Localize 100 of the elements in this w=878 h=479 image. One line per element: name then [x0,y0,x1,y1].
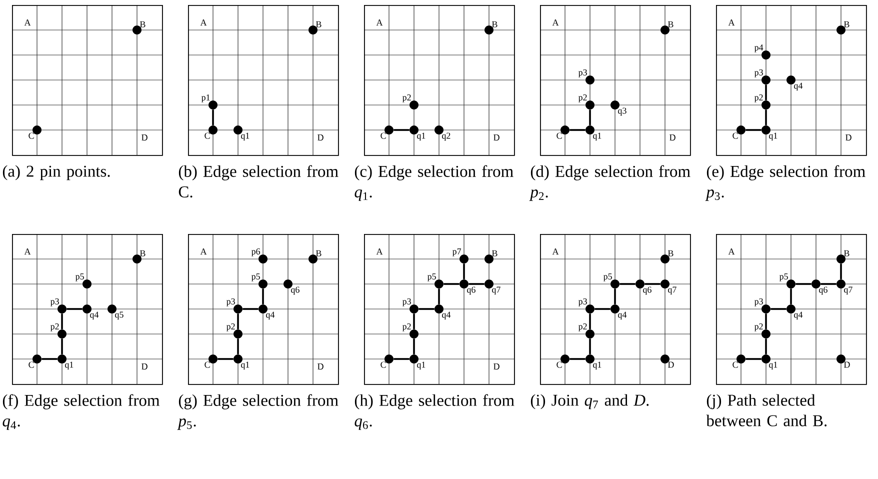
point-label: p2 [578,94,587,102]
point-label: q4 [90,312,99,320]
path-segment [413,314,415,330]
point-label: p5 [779,273,788,282]
panel-heading: (f) Edge selection from q$_{4}$. [2,394,160,430]
point-label: B [844,21,850,28]
point-label: C [556,132,562,139]
point-label: q4 [794,312,803,320]
panel-heading: (j) Path selected between C and B. [706,394,827,426]
point-label: q1 [65,362,74,370]
point-label: B [668,250,674,256]
point-label: p5 [603,273,612,282]
path-segment [438,288,440,304]
point-label: q1 [241,362,250,370]
corner-label: A [376,20,383,26]
point-label: q1 [417,132,426,141]
point-label: q2 [442,132,450,141]
point-label: p3 [754,298,763,306]
panel-heading: (b) Edge selection from C. [178,165,338,198]
path-segment [790,288,792,304]
point-label: p3 [50,298,59,306]
corner-label: A [728,20,735,26]
point-label: q3 [618,108,626,116]
path-segment [589,314,591,330]
point-label: B [492,250,498,256]
corner-label: D [318,364,324,370]
point-label: C [204,362,210,368]
path-segment [589,338,591,354]
point-label: q6 [291,286,300,295]
point-label: q1 [593,132,602,141]
path-segment [765,338,767,354]
point-label: q6 [819,286,828,295]
panel-heading: (d) Edge selection from p$_{2}$. [529,165,690,201]
point-label: p2 [402,94,411,102]
path-segment [765,110,767,126]
path-segment [570,129,586,131]
point-label: p7 [452,248,462,256]
corner-label: D [142,134,148,140]
point-label: p3 [754,69,763,78]
path-segment [444,283,460,285]
point-label: B [316,250,322,256]
point-label: q1 [241,132,250,141]
point-label: q4 [794,82,803,91]
point-label: q4 [442,312,451,320]
path-segment [413,338,415,354]
point-label: D [668,362,674,368]
corner-label: A [200,20,207,26]
panel-heading: (e) Edge selection from p$_{3}$. [705,165,866,201]
path-segment [570,358,586,360]
point-label: p4 [754,44,764,52]
point-label: q5 [115,312,124,320]
panel-heading: (c) Edge selection from q$_{1}$. [354,165,514,201]
point-label: q4 [266,312,275,320]
corner-label: D [670,134,676,140]
path-segment [468,283,484,285]
point-label: p5 [75,273,84,282]
corner-label: A [376,248,383,254]
path-segment [796,283,812,285]
point-label: q7 [492,286,500,294]
path-segment [765,84,767,100]
path-segment [770,308,786,310]
path-segment [242,308,258,310]
corner-label: D [494,364,500,370]
corner-label: A [552,248,559,254]
point-label: q1 [769,132,778,141]
path-segment [620,283,636,285]
point-label: q6 [643,286,652,295]
point-label: p2 [754,323,763,332]
corner-label: D [142,364,148,370]
point-label: q1 [417,362,426,370]
point-label: C [380,132,386,139]
path-segment [42,358,58,360]
point-label: B [140,21,146,28]
path-segment [262,288,264,304]
point-label: D [844,362,850,368]
point-label: p2 [754,94,763,102]
corner-label: A [728,248,735,254]
panel-heading: (g) Edge selection from p$_{5}$. [177,394,338,430]
point-label: q4 [618,312,627,320]
point-label: q7 [668,286,676,294]
path-segment [765,314,767,330]
point-label: q1 [593,362,602,370]
point-label: B [844,250,850,256]
point-label: C [28,132,34,139]
path-segment [463,264,465,280]
corner-label: A [552,20,559,26]
path-segment [614,288,616,304]
path-segment [589,110,591,126]
corner-label: D [846,134,852,140]
path-segment [218,358,234,360]
corner-label: A [24,20,31,26]
point-label: q6 [467,286,476,295]
path-segment [212,110,214,126]
point-label: p3 [578,69,587,78]
point-label: p3 [578,298,587,306]
point-label: p1 [201,94,210,102]
point-label: p6 [251,248,260,256]
point-label: q7 [844,286,852,294]
corner-label: A [24,248,31,254]
point-label: p2 [50,323,59,332]
